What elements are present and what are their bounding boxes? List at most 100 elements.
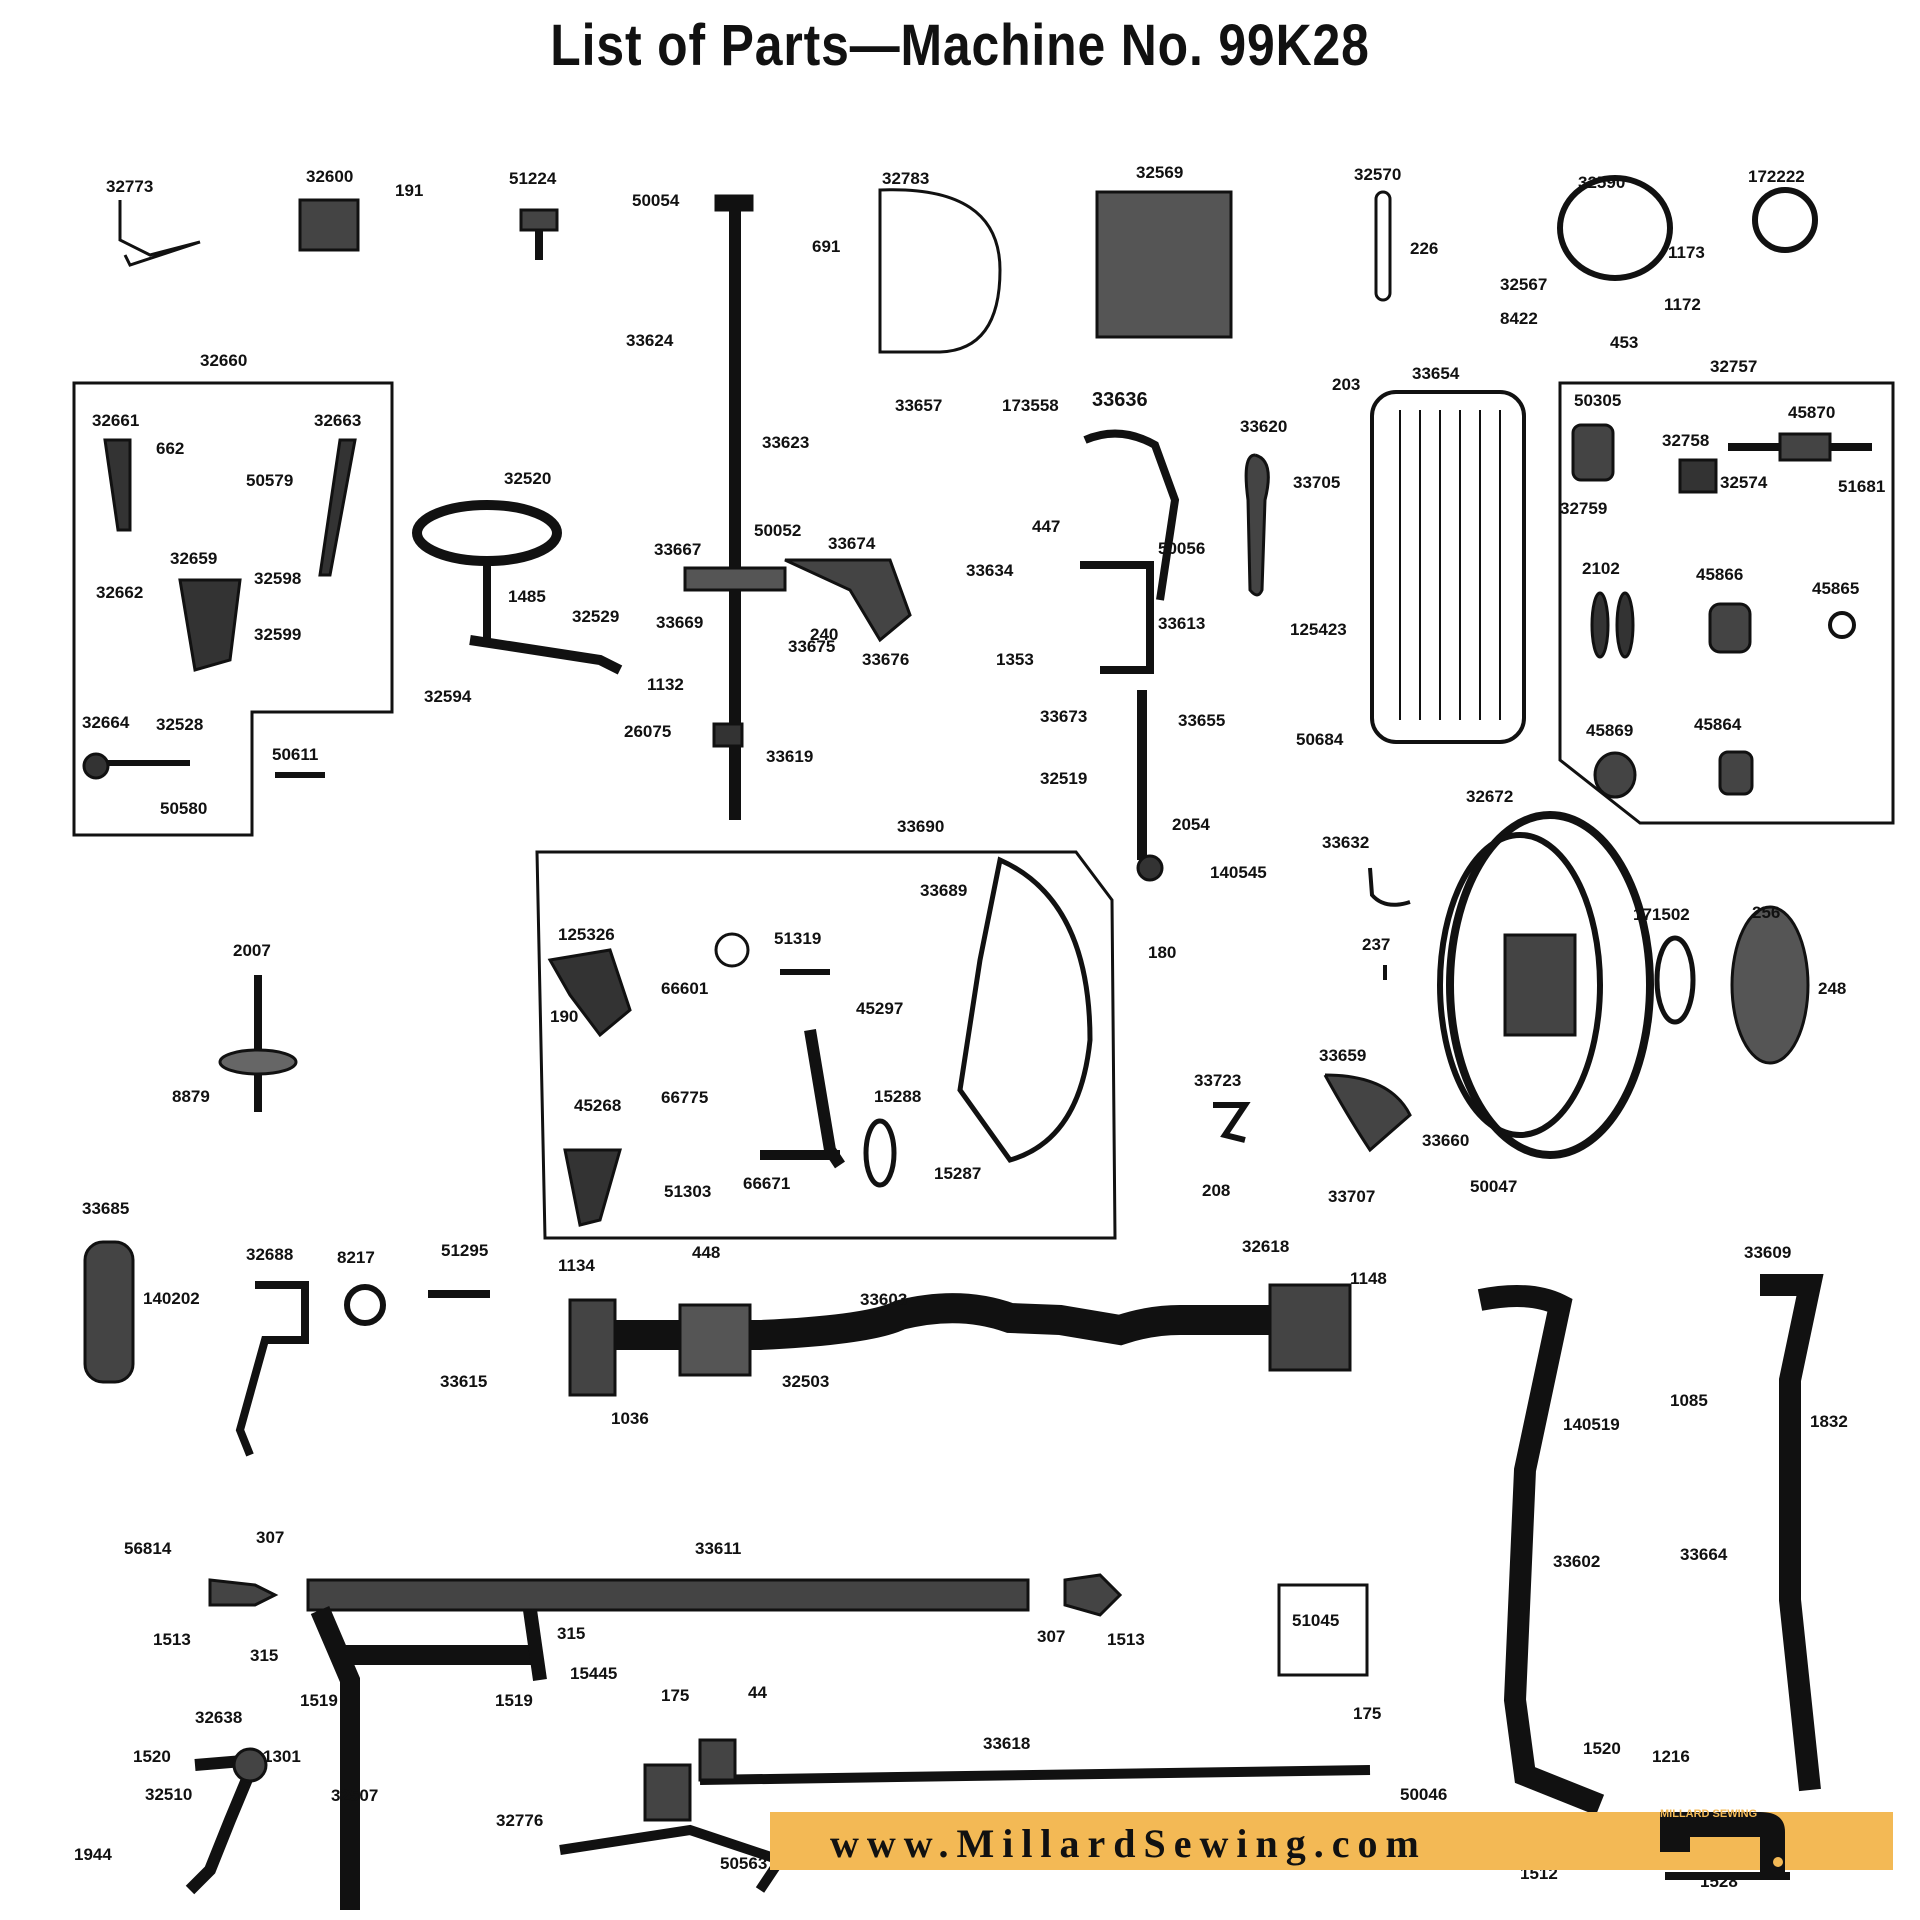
part-label-315: 315 (250, 1646, 279, 1665)
part-label-32507: 32507 (331, 1786, 379, 1805)
part-label-33689: 33689 (920, 881, 968, 900)
part-label-1353: 1353 (996, 650, 1034, 669)
part-label-32672: 32672 (1466, 787, 1514, 806)
part-label-33602: 33602 (1553, 1552, 1601, 1571)
part-label-33654: 33654 (1412, 364, 1460, 383)
part-32600 (298, 198, 360, 252)
part-label-140519: 140519 (1563, 1415, 1620, 1434)
part-label-50611: 50611 (272, 745, 319, 764)
part-label-180: 180 (1148, 943, 1177, 962)
part-label-45869: 45869 (1586, 721, 1634, 740)
part-label-45865: 45865 (1812, 579, 1860, 598)
part-label-33624: 33624 (626, 331, 674, 350)
part-label-51224: 51224 (509, 169, 557, 188)
part-label-50580: 50580 (160, 799, 208, 818)
part-label-453: 453 (1610, 333, 1639, 352)
part-label-15288: 15288 (874, 1087, 922, 1106)
part-label-1513: 1513 (1107, 1630, 1145, 1649)
sewing-machine-icon (1660, 1812, 1790, 1880)
part-label-56814: 56814 (124, 1539, 172, 1558)
part-label-2102: 2102 (1582, 559, 1620, 578)
part-label-125423: 125423 (1290, 620, 1347, 639)
part-label-8217: 8217 (337, 1248, 375, 1267)
part-label-307: 307 (1037, 1627, 1066, 1646)
part-label-1513: 1513 (153, 1630, 191, 1649)
part-label-32758: 32758 (1662, 431, 1710, 450)
part-label-33705: 33705 (1293, 473, 1341, 492)
part-label-1520: 1520 (1583, 1739, 1621, 1758)
part-label-50579: 50579 (246, 471, 294, 490)
part-label-1173: 1173 (1668, 243, 1705, 262)
part-label-50046: 50046 (1400, 1785, 1448, 1804)
part-label-140202: 140202 (143, 1289, 200, 1308)
part-label-33664: 33664 (1680, 1545, 1728, 1564)
part-label-33618: 33618 (983, 1734, 1031, 1753)
part-label-32783: 32783 (882, 169, 930, 188)
group-frame-32757 (1558, 381, 1895, 825)
part-label-51295: 51295 (441, 1241, 489, 1260)
part-label-33634: 33634 (966, 561, 1014, 580)
part-label-1134: 1134 (558, 1256, 595, 1275)
part-label-33675: 33675 (788, 637, 836, 656)
part-32570 (1374, 190, 1392, 302)
part-label-32519: 32519 (1040, 769, 1088, 788)
part-label-32599: 32599 (254, 625, 302, 644)
part-label-51319: 51319 (774, 929, 822, 948)
part-label-32660: 32660 (200, 351, 248, 370)
part-label-66775: 66775 (661, 1088, 709, 1107)
part-label-32570: 32570 (1354, 165, 1402, 184)
part-label-33609: 33609 (1744, 1243, 1792, 1262)
part-label-50305: 50305 (1574, 391, 1622, 410)
part-label-1485: 1485 (508, 587, 546, 606)
part-label-447: 447 (1032, 517, 1061, 536)
part-label-175: 175 (661, 1686, 690, 1705)
part-label-26075: 26075 (624, 722, 672, 741)
part-label-32688: 32688 (246, 1245, 294, 1264)
part-label-33660: 33660 (1422, 1131, 1470, 1150)
ring-32520 (412, 500, 562, 566)
part-label-33676: 33676 (862, 650, 910, 669)
bobbin-case (1557, 175, 1673, 281)
part-label-50052: 50052 (754, 521, 802, 540)
part-label-33655: 33655 (1178, 711, 1226, 730)
slide-plate (1095, 190, 1233, 339)
hand-wheel (1446, 811, 1654, 1159)
part-label-32503: 32503 (782, 1372, 830, 1391)
presser-foot (118, 200, 201, 267)
part-label-15287: 15287 (934, 1164, 982, 1183)
part-label-1132: 1132 (647, 675, 684, 694)
part-label-1832: 1832 (1810, 1412, 1848, 1431)
part-label-8422: 8422 (1500, 309, 1538, 328)
part-label-32574: 32574 (1720, 473, 1768, 492)
part-label-1520: 1520 (133, 1747, 171, 1766)
part-label-50056: 50056 (1158, 539, 1206, 558)
part-label-45864: 45864 (1694, 715, 1742, 734)
part-label-203: 203 (1332, 375, 1361, 394)
part-label-51681: 51681 (1838, 477, 1886, 496)
part-label-226: 226 (1410, 239, 1439, 258)
part-label-691: 691 (812, 237, 841, 256)
part-label-32600: 32600 (306, 167, 354, 186)
part-label-32659: 32659 (170, 549, 218, 568)
part-label-1172: 1172 (1664, 295, 1701, 314)
part-label-33659: 33659 (1319, 1046, 1367, 1065)
part-label-50563: 50563 (720, 1854, 768, 1873)
part-label-45297: 45297 (856, 999, 904, 1018)
part-label-32528: 32528 (156, 715, 204, 734)
arm-shaft (570, 1293, 1270, 1350)
part-label-33673: 33673 (1040, 707, 1088, 726)
bobbin (1752, 187, 1818, 253)
part-label-33620: 33620 (1240, 417, 1288, 436)
part-label-208: 208 (1202, 1181, 1231, 1200)
part-label-51303: 51303 (664, 1182, 712, 1201)
part-label-32569: 32569 (1136, 163, 1184, 182)
part-label-173558: 173558 (1002, 396, 1059, 415)
part-label-248: 248 (1818, 979, 1847, 998)
part-label-66671: 66671 (743, 1174, 791, 1193)
throat-plate (878, 188, 1002, 354)
part-label-32759: 32759 (1560, 499, 1608, 518)
part-label-8879: 8879 (172, 1087, 210, 1106)
part-label-33707: 33707 (1328, 1187, 1376, 1206)
pitman-33602 (1477, 1285, 1605, 1816)
